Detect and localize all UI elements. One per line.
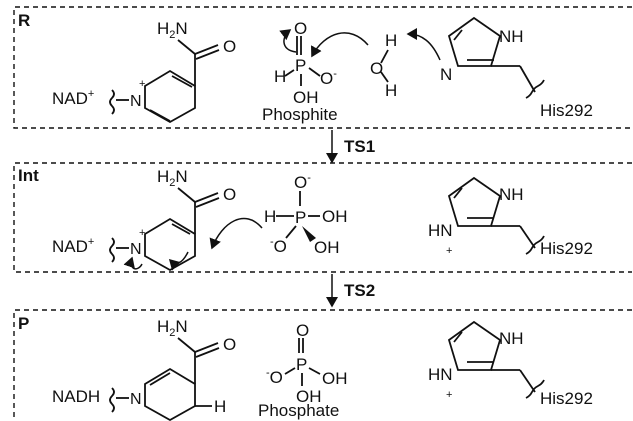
nad-plus-label: NAD+	[52, 88, 94, 108]
his292-r: His292	[540, 101, 593, 120]
phosphate-o-minus: -O	[266, 367, 283, 387]
pyridinium-ring	[144, 69, 196, 124]
imidazolium-p: NH HN + His292	[428, 320, 593, 408]
int-o-minus-left: -O	[270, 236, 287, 256]
phosphite-label: Phosphite	[262, 105, 338, 124]
panel-p: P NADH N H2N O H O P -O OH OH Phosphate …	[13, 309, 632, 421]
panel-int-tag: Int	[18, 166, 39, 185]
pyridinium-n: N	[130, 93, 142, 110]
int-n-plus: +	[139, 227, 145, 239]
squiggle	[109, 89, 115, 115]
phosphate-oh-bottom: OH	[296, 387, 322, 406]
int-oh-right: OH	[322, 207, 348, 226]
water-o: O	[370, 59, 383, 78]
amide-h2n: H2N	[157, 19, 188, 41]
p-h: H	[214, 397, 226, 416]
water-h-bottom: H	[385, 81, 397, 100]
p-n: N	[130, 391, 142, 408]
ts2-label: TS2	[344, 281, 375, 300]
int-ring	[144, 217, 196, 272]
int-hn-plus: +	[446, 245, 452, 257]
phosphite-h: H	[274, 67, 286, 86]
p-hn-plus: +	[446, 389, 452, 401]
amide-o: O	[223, 37, 236, 56]
water-h-top: H	[385, 31, 397, 50]
int-hn: HN	[428, 221, 453, 240]
phosphate-o-top: O	[296, 321, 309, 340]
panel-p-tag: P	[18, 314, 29, 333]
panel-r: R NAD+ N + H2N O O P H O- OH Phosphite	[13, 6, 632, 129]
imidazole-r-n: N	[440, 65, 452, 84]
his292-int: His292	[540, 239, 593, 258]
int-o-minus-top: O-	[294, 172, 311, 192]
dihydropyridine-ring	[144, 367, 196, 421]
his292-p: His292	[540, 389, 593, 408]
nad-plus-label-int: NAD+	[52, 236, 94, 256]
phosphite-o-minus: O-	[320, 68, 337, 88]
int-n: N	[130, 241, 142, 258]
panel-r-border	[13, 6, 632, 129]
p-amide-o: O	[223, 335, 236, 354]
panel-int-border	[13, 162, 632, 273]
n-plus: +	[139, 78, 145, 90]
int-p: P	[295, 208, 306, 227]
wedge-bond	[302, 226, 316, 242]
phosphate-label: Phosphate	[258, 401, 339, 420]
phosphite-p: P	[295, 56, 306, 75]
int-oh-bottom: OH	[314, 238, 340, 257]
phosphate-oh-right: OH	[322, 369, 348, 388]
phosphite-o-top: O	[294, 19, 307, 38]
p-amide-h2n: H2N	[157, 317, 188, 339]
int-amide-o: O	[223, 185, 236, 204]
int-amide-h2n: H2N	[157, 167, 188, 189]
nadh-label: NADH	[52, 387, 100, 406]
int-nh: NH	[499, 185, 524, 204]
ts1-label: TS1	[344, 137, 375, 156]
p-nh: NH	[499, 329, 524, 348]
phosphite-oh: OH	[293, 88, 319, 107]
phosphate-p: P	[296, 355, 307, 374]
imidazole-r: NH N His292	[440, 16, 593, 120]
int-h: H	[264, 207, 276, 226]
p-hn: HN	[428, 365, 453, 384]
panel-r-tag: R	[18, 11, 30, 30]
imidazolium-int: NH HN + His292	[428, 176, 593, 258]
imidazole-r-nh: NH	[499, 27, 524, 46]
panel-int: Int NAD+ N + H2N O O- H P OH -O OH	[13, 162, 632, 273]
